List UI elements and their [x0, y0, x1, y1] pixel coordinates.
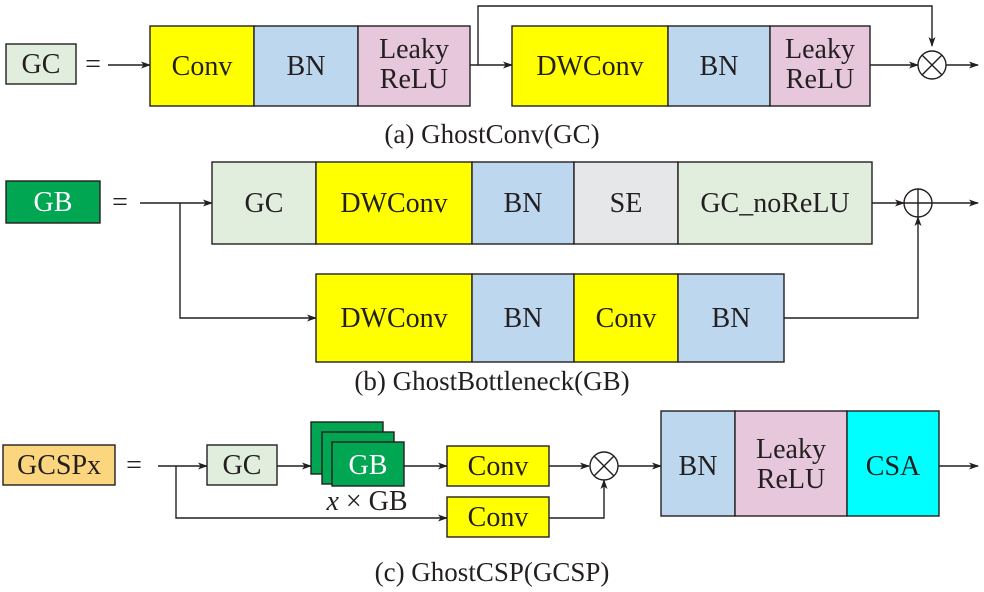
row-c-csa-block — [846, 410, 940, 517]
row-c-gb-stack-front — [331, 441, 405, 487]
row-c-bn-label: BN — [679, 451, 718, 482]
row-c-multiply-icon — [589, 451, 619, 481]
row-a-bn-block-1 — [253, 25, 359, 107]
gcsp-definition-label: GCSPx — [17, 450, 101, 481]
row-b-gc-norelu-block — [677, 161, 873, 245]
row-a-conv-label: Conv — [172, 51, 233, 82]
row-c-conv-label-top: Conv — [468, 451, 529, 482]
row-c-gc-block — [206, 444, 278, 486]
row-a-dwconv-block — [511, 25, 669, 107]
gb-definition-label: GB — [34, 187, 73, 218]
row-c-stack-note: x × GB — [325, 486, 407, 517]
row-c-stack-note-rest: × GB — [339, 486, 408, 517]
row-b-caption: (b) GhostBottleneck(GB) — [354, 366, 629, 396]
row-b-dwconv-label: DWConv — [340, 188, 447, 219]
row-b-bn-label-bottom-2: BN — [712, 303, 751, 334]
row-b-bn-label-top: BN — [504, 188, 543, 219]
row-c-caption: (c) GhostCSP(GCSP) — [375, 557, 610, 587]
gc-definition-label: GC — [22, 49, 61, 80]
row-c-gb-label: GB — [349, 450, 388, 481]
row-b-dwconv-label-bottom: DWConv — [340, 303, 447, 334]
row-b-dwconv-block-bottom — [315, 273, 473, 363]
row-a-conv-block — [149, 25, 255, 107]
row-b-add-icon — [903, 188, 933, 218]
row-b-se-block — [573, 161, 679, 245]
row-c-equals: = — [126, 450, 142, 481]
row-c-gc-label: GC — [223, 450, 262, 481]
row-b-branch-arrow — [179, 203, 317, 322]
row-a-multiply-icon — [917, 50, 947, 80]
row-a-dwconv-label: DWConv — [536, 51, 643, 82]
row-b-bn-block-top — [471, 161, 575, 245]
row-a-bn-label-1: BN — [287, 51, 326, 82]
row-c-leaky-relu-block — [734, 410, 848, 517]
row-c-conv-block-top — [446, 445, 550, 487]
row-a-skip-arrow — [470, 5, 936, 66]
row-b-bn-block-bottom-1 — [471, 273, 575, 363]
row-a-bn-block-2 — [667, 25, 771, 107]
row-b-gc-norelu-label: GC_noReLU — [700, 188, 849, 219]
row-b-ghostbottleneck: GB = GC DWConv BN SE GC_noReLU DWConv BN… — [5, 161, 979, 396]
gb-definition-box — [5, 180, 101, 224]
row-b-dwconv-block — [315, 161, 473, 245]
row-a-equals: = — [85, 49, 101, 80]
row-a-leaky-relu-block-2 — [769, 25, 871, 107]
row-b-bn-label-bottom-1: BN — [504, 303, 543, 334]
row-a-leaky-relu-block-1 — [357, 25, 471, 107]
row-c-branch-arrow — [175, 466, 448, 522]
row-c-lower-to-multiply-arrow — [549, 479, 608, 519]
gc-definition-box — [5, 43, 77, 85]
row-b-equals: = — [112, 187, 128, 218]
row-a-caption: (a) GhostConv(GC) — [384, 119, 599, 149]
row-c-stack-note-x: x — [325, 486, 339, 517]
row-c-csa-label: CSA — [866, 451, 921, 482]
row-c-conv-block-bottom — [446, 496, 550, 538]
row-b-conv-label-bottom: Conv — [596, 303, 657, 334]
row-b-gc-label: GC — [245, 188, 284, 219]
row-a-bn-label-2: BN — [700, 51, 739, 82]
row-b-se-label: SE — [610, 188, 643, 219]
row-b-residual-arrow — [784, 216, 922, 319]
gcsp-definition-box — [2, 444, 116, 486]
row-c-conv-label-bottom: Conv — [468, 502, 529, 533]
row-b-gc-block — [211, 161, 317, 245]
